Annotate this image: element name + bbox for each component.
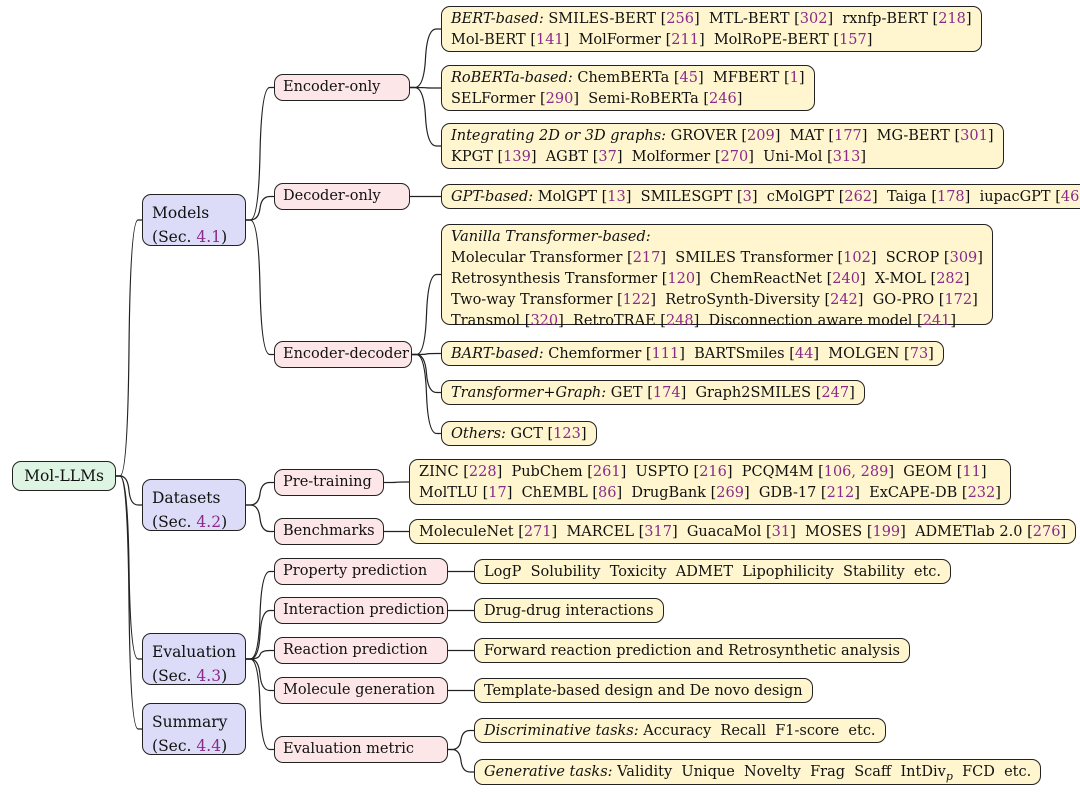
connector <box>448 729 474 751</box>
category-benchmarks: Benchmarks <box>274 518 384 545</box>
section-models: Models (Sec. 4.1) <box>142 194 246 246</box>
connector <box>412 352 441 356</box>
category-pre-training: Pre-training <box>274 469 384 496</box>
category-encoder-decoder: Encoder-decoder <box>274 341 412 368</box>
category-molecule-generation: Molecule generation <box>274 677 448 704</box>
connector <box>116 475 142 506</box>
connector <box>246 504 274 533</box>
category-reaction-prediction: Reaction prediction <box>274 637 448 664</box>
leaf-gpt-based: GPT-based: MolGPT [13] SMILESGPT [3] cMo… <box>441 184 1080 209</box>
leaf-transformer-graph: Transformer+Graph: GET [174] Graph2SMILE… <box>441 380 865 405</box>
connector <box>116 219 142 477</box>
section-ref: (Sec. 4.4) <box>152 737 228 755</box>
category-property-prediction: Property prediction <box>274 558 448 585</box>
connector <box>412 273 441 356</box>
section-title: Evaluation <box>152 643 236 661</box>
connector <box>246 219 274 356</box>
connector <box>246 481 274 506</box>
leaf-bert-based: BERT-based: SMILES-BERT [256] MTL-BERT [… <box>441 6 982 52</box>
category-evaluation-metric: Evaluation metric <box>274 736 448 763</box>
section-summary: Summary (Sec. 4.4) <box>142 703 246 755</box>
connector <box>116 475 142 730</box>
connector <box>412 353 441 435</box>
section-title: Datasets <box>152 489 221 507</box>
connector <box>384 481 409 484</box>
connector <box>448 748 474 773</box>
connector <box>410 28 441 89</box>
leaf-benchmark-datasets: MoleculeNet [271] MARCEL [317] GuacaMol … <box>409 519 1077 544</box>
connector <box>246 86 274 221</box>
connector <box>410 86 441 147</box>
leaf-vanilla-transformer: Vanilla Transformer-based: Molecular Tra… <box>441 224 993 329</box>
category-decoder-only: Decoder-only <box>274 183 410 210</box>
section-ref: (Sec. 4.2) <box>152 513 228 531</box>
leaf-interaction: Drug-drug interactions <box>474 598 664 623</box>
connector <box>246 570 274 660</box>
leaf-generative-tasks: Generative tasks: Validity Unique Novelt… <box>474 759 1042 785</box>
connector <box>246 658 274 692</box>
leaf-property-metrics: LogP Solubility Toxicity ADMET Lipophili… <box>474 559 952 584</box>
leaf-reaction: Forward reaction prediction and Retrosyn… <box>474 638 910 663</box>
root-node: Mol-LLMs <box>12 461 116 491</box>
leaf-pretraining-datasets: ZINC [228] PubChem [261] USPTO [216] PCQ… <box>409 459 1011 505</box>
section-ref: (Sec. 4.1) <box>152 228 228 246</box>
leaf-graphs: Integrating 2D or 3D graphs: GROVER [209… <box>441 123 1004 169</box>
section-ref: (Sec. 4.3) <box>152 667 228 685</box>
category-interaction-prediction: Interaction prediction <box>274 597 448 624</box>
section-title: Models <box>152 204 210 222</box>
leaf-generation: Template-based design and De novo design <box>474 678 813 703</box>
leaf-roberta-based: RoBERTa-based: ChemBERTa [45] MFBERT [1]… <box>441 65 815 111</box>
connector <box>410 86 441 89</box>
connector <box>246 195 274 221</box>
connector <box>246 649 274 660</box>
root-label: Mol-LLMs <box>24 466 104 485</box>
connector <box>246 609 274 660</box>
leaf-others: Others: GCT [123] <box>441 421 597 446</box>
leaf-bart-based: BART-based: Chemformer [111] BARTSmiles … <box>441 341 944 366</box>
category-encoder-only: Encoder-only <box>274 74 410 101</box>
section-evaluation: Evaluation (Sec. 4.3) <box>142 633 246 685</box>
leaf-discriminative-tasks: Discriminative tasks: Accuracy Recall F1… <box>474 718 886 743</box>
connector <box>246 658 274 751</box>
section-title: Summary <box>152 713 228 731</box>
section-datasets: Datasets (Sec. 4.2) <box>142 479 246 531</box>
